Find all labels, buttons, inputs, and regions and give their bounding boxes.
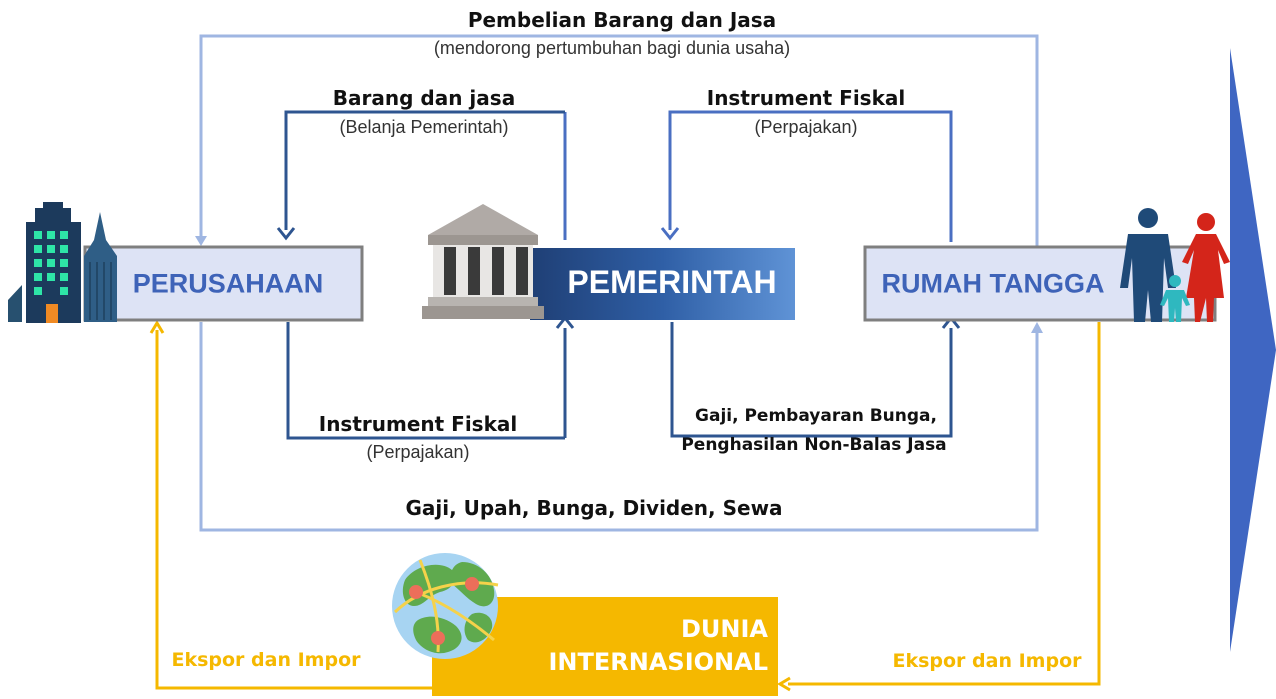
dunia-line1: DUNIA: [681, 615, 768, 643]
arrow-down-icon: [195, 236, 207, 246]
gaji-upah-label: Gaji, Upah, Bunga, Dividen, Sewa: [405, 496, 783, 520]
flow-ekspor-left: [155, 330, 432, 690]
pemerintah-box: [530, 248, 795, 320]
top-flow-subtitle: (mendorong pertumbuhan bagi dunia usaha): [433, 38, 791, 58]
arrow-right-icon: [1230, 48, 1276, 652]
flow-purchase-goods: [199, 34, 1039, 246]
fiskal-left-title: Instrument Fiskal: [318, 412, 518, 436]
gaji-bunga-line1: Gaji, Pembayaran Bunga,: [695, 406, 937, 426]
flow-wages-income: [199, 322, 1039, 532]
flow-gaji-bunga: [670, 322, 953, 438]
dunia-line2: INTERNASIONAL: [548, 648, 769, 676]
pemerintah-label: PEMERINTAH: [567, 264, 777, 300]
flow-fiskal-right: [668, 110, 953, 242]
building-icon: [8, 202, 117, 323]
arrow-left-icon: [777, 676, 791, 692]
family-icon: [1120, 208, 1230, 322]
globe-icon: [392, 553, 499, 659]
fiskal-right-title: Instrument Fiskal: [706, 86, 906, 110]
flow-ekspor-right: [788, 322, 1101, 686]
ekspor-impor-left: Ekspor dan Impor: [171, 649, 361, 671]
fiskal-right-subtitle: (Perpajakan): [754, 117, 858, 137]
arrow-up-icon: [1031, 322, 1043, 333]
arrow-down-icon: [660, 227, 680, 241]
rumah-tangga-label: RUMAH TANGGA: [881, 268, 1105, 299]
barang-jasa-subtitle: (Belanja Pemerintah): [339, 117, 509, 137]
bank-icon: [422, 204, 544, 319]
arrow-up-icon: [149, 320, 165, 334]
fiskal-left-subtitle: (Perpajakan): [366, 442, 470, 462]
perusahaan-box: [83, 245, 364, 322]
top-flow-title: Pembelian Barang dan Jasa: [467, 8, 777, 32]
flow-barang-jasa: [284, 110, 567, 240]
dunia-internasional-label: DUNIA INTERNASIONAL: [549, 613, 769, 683]
flow-fiskal-left: [286, 322, 567, 440]
arrow-down-icon: [276, 227, 296, 241]
barang-jasa-title: Barang dan jasa: [332, 86, 516, 110]
perusahaan-label: PERUSAHAAN: [132, 268, 324, 299]
gaji-bunga-line2: Penghasilan Non-Balas Jasa: [681, 435, 947, 455]
ekspor-impor-right: Ekspor dan Impor: [892, 650, 1082, 672]
